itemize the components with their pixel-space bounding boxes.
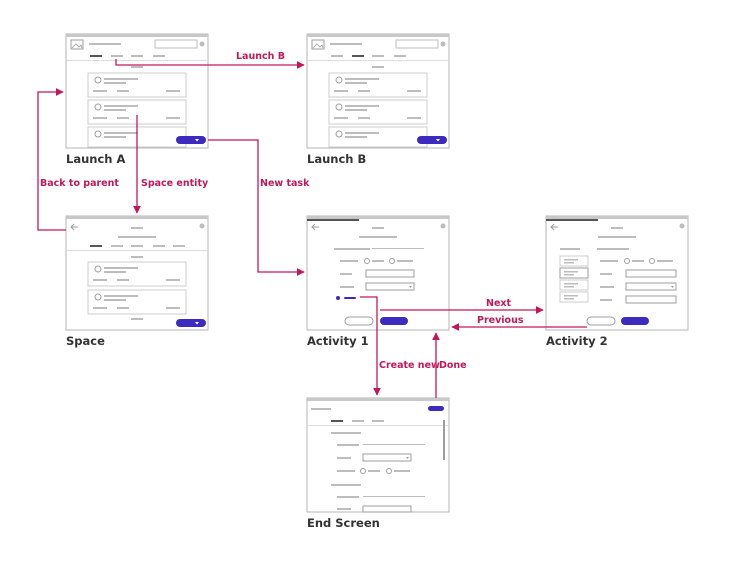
- chevron-down-icon: [436, 139, 440, 142]
- back-arrow-icon: [550, 223, 558, 231]
- screen-title-launch-b: Launch B: [307, 152, 367, 166]
- text-field[interactable]: [625, 269, 677, 278]
- flow-label-launch-b: Launch B: [236, 51, 285, 62]
- list-card[interactable]: [87, 289, 187, 315]
- screen-title-activity-2: Activity 2: [546, 334, 608, 348]
- screen-title-activity-1: Activity 1: [307, 334, 369, 348]
- flow-label-space-entity: Space entity: [141, 178, 209, 189]
- fab-button[interactable]: [176, 136, 206, 144]
- step-indicator-bar: [344, 297, 356, 299]
- flow-label-next: Next: [486, 298, 512, 309]
- end-screen[interactable]: [306, 397, 450, 513]
- text-field[interactable]: [625, 295, 677, 304]
- fab-button[interactable]: [417, 136, 447, 144]
- flow-label-done: Done: [439, 360, 467, 371]
- chevron-down-icon: [195, 139, 199, 142]
- arrow-launch-b: [115, 59, 305, 69]
- dropdown-field[interactable]: [362, 453, 412, 462]
- image-icon: [70, 39, 84, 50]
- flow-label-create-new: Create new: [379, 360, 440, 371]
- back-arrow-icon: [311, 223, 319, 231]
- dropdown-field[interactable]: [625, 282, 677, 291]
- activity-2-screen[interactable]: [545, 215, 689, 331]
- list-card[interactable]: [328, 126, 428, 148]
- primary-button[interactable]: [621, 317, 649, 325]
- arrow-new-task: [208, 139, 305, 276]
- arrow-create-new: [360, 296, 381, 396]
- launch-b-screen[interactable]: [306, 33, 450, 149]
- scrollbar[interactable]: [443, 420, 445, 460]
- secondary-button[interactable]: [344, 316, 374, 326]
- back-arrow-icon: [70, 223, 78, 231]
- list-card[interactable]: [87, 261, 187, 287]
- space-screen[interactable]: [65, 215, 209, 331]
- fab-button[interactable]: [176, 319, 206, 327]
- primary-button[interactable]: [380, 317, 408, 325]
- list-card[interactable]: [328, 99, 428, 125]
- list-card[interactable]: [328, 72, 428, 98]
- chevron-down-icon: [406, 457, 409, 459]
- screen-title-launch-a: Launch A: [66, 152, 126, 166]
- screen-title-end-screen: End Screen: [307, 516, 380, 530]
- flow-label-new-task: New task: [260, 178, 310, 189]
- image-icon: [311, 39, 325, 50]
- flow-label-back-to-parent: Back to parent: [40, 178, 119, 189]
- flow-arrows: [37, 59, 587, 398]
- dropdown-field[interactable]: [365, 282, 415, 291]
- step-indicator-dot: [336, 296, 340, 300]
- secondary-button[interactable]: [586, 316, 616, 326]
- screen-title-space: Space: [66, 334, 105, 348]
- list-card[interactable]: [87, 72, 187, 98]
- activity-1-screen[interactable]: [306, 215, 450, 331]
- flow-label-previous: Previous: [477, 315, 524, 326]
- side-list[interactable]: [559, 255, 589, 303]
- chevron-down-icon: [671, 286, 674, 288]
- arrow-back-to-parent: [37, 88, 66, 231]
- chevron-down-icon: [195, 322, 199, 325]
- text-field[interactable]: [365, 269, 415, 278]
- chevron-down-icon: [409, 286, 412, 288]
- done-button[interactable]: [428, 406, 444, 411]
